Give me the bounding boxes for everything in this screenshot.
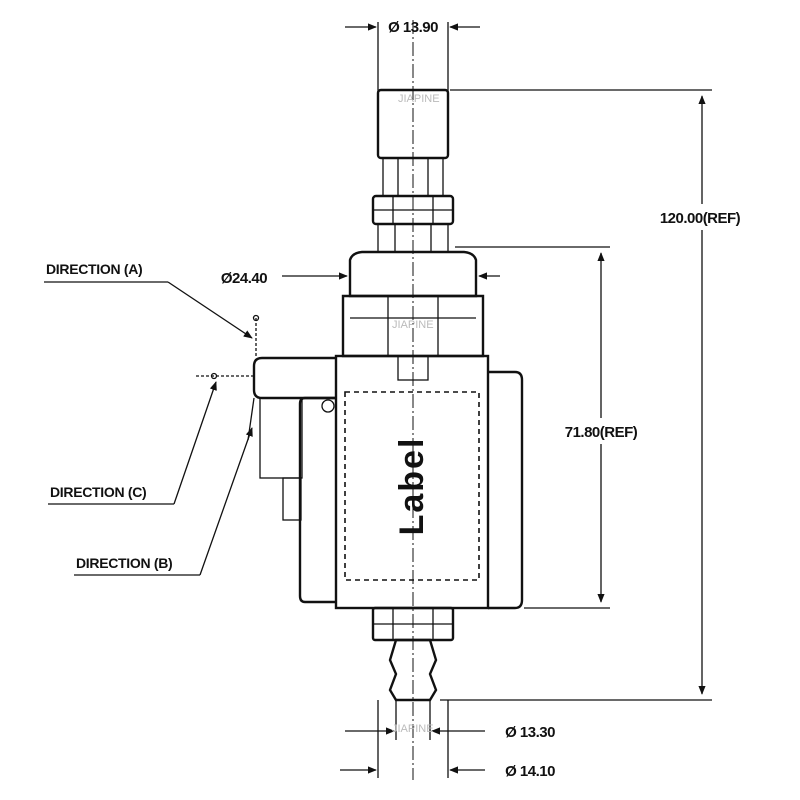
total-height-value: 120.00(REF)	[660, 210, 741, 227]
label-text: Label	[393, 437, 431, 536]
top-diameter-value: Ø 13.90	[388, 19, 438, 36]
direction-c-label: DIRECTION (C)	[50, 484, 146, 500]
inlet-fitting	[371, 88, 455, 253]
dimension-top-diameter: Ø 13.90	[345, 19, 480, 92]
watermark: JIAPINE	[392, 319, 434, 331]
body-height-value: 71.80(REF)	[565, 424, 638, 441]
label-area: Label	[344, 391, 480, 581]
label-box	[344, 391, 480, 581]
direction-a-callout: DIRECTION (A)	[44, 261, 260, 356]
direction-b-label: DIRECTION (B)	[76, 555, 172, 571]
direction-c-callout: DIRECTION (C)	[48, 372, 254, 505]
watermark: JIAPINE	[392, 723, 434, 735]
watermark: JIAPINE	[398, 93, 440, 105]
dimension-body-diameter: Ø24.40	[221, 270, 500, 287]
body-diameter-value: Ø24.40	[221, 270, 267, 287]
dimension-outlet-outer: Ø 14.10	[340, 700, 556, 780]
dimension-outlet-inner: Ø 13.30	[345, 700, 556, 741]
dimension-body-height: 71.80(REF)	[455, 246, 648, 609]
outlet-outer-value: Ø 14.10	[505, 763, 555, 780]
direction-b-callout: DIRECTION (B)	[74, 427, 253, 576]
coil-body	[247, 354, 524, 610]
outlet-inner-value: Ø 13.30	[505, 724, 555, 741]
direction-a-label: DIRECTION (A)	[46, 261, 142, 277]
dimension-total-height: 120.00(REF)	[440, 89, 754, 701]
